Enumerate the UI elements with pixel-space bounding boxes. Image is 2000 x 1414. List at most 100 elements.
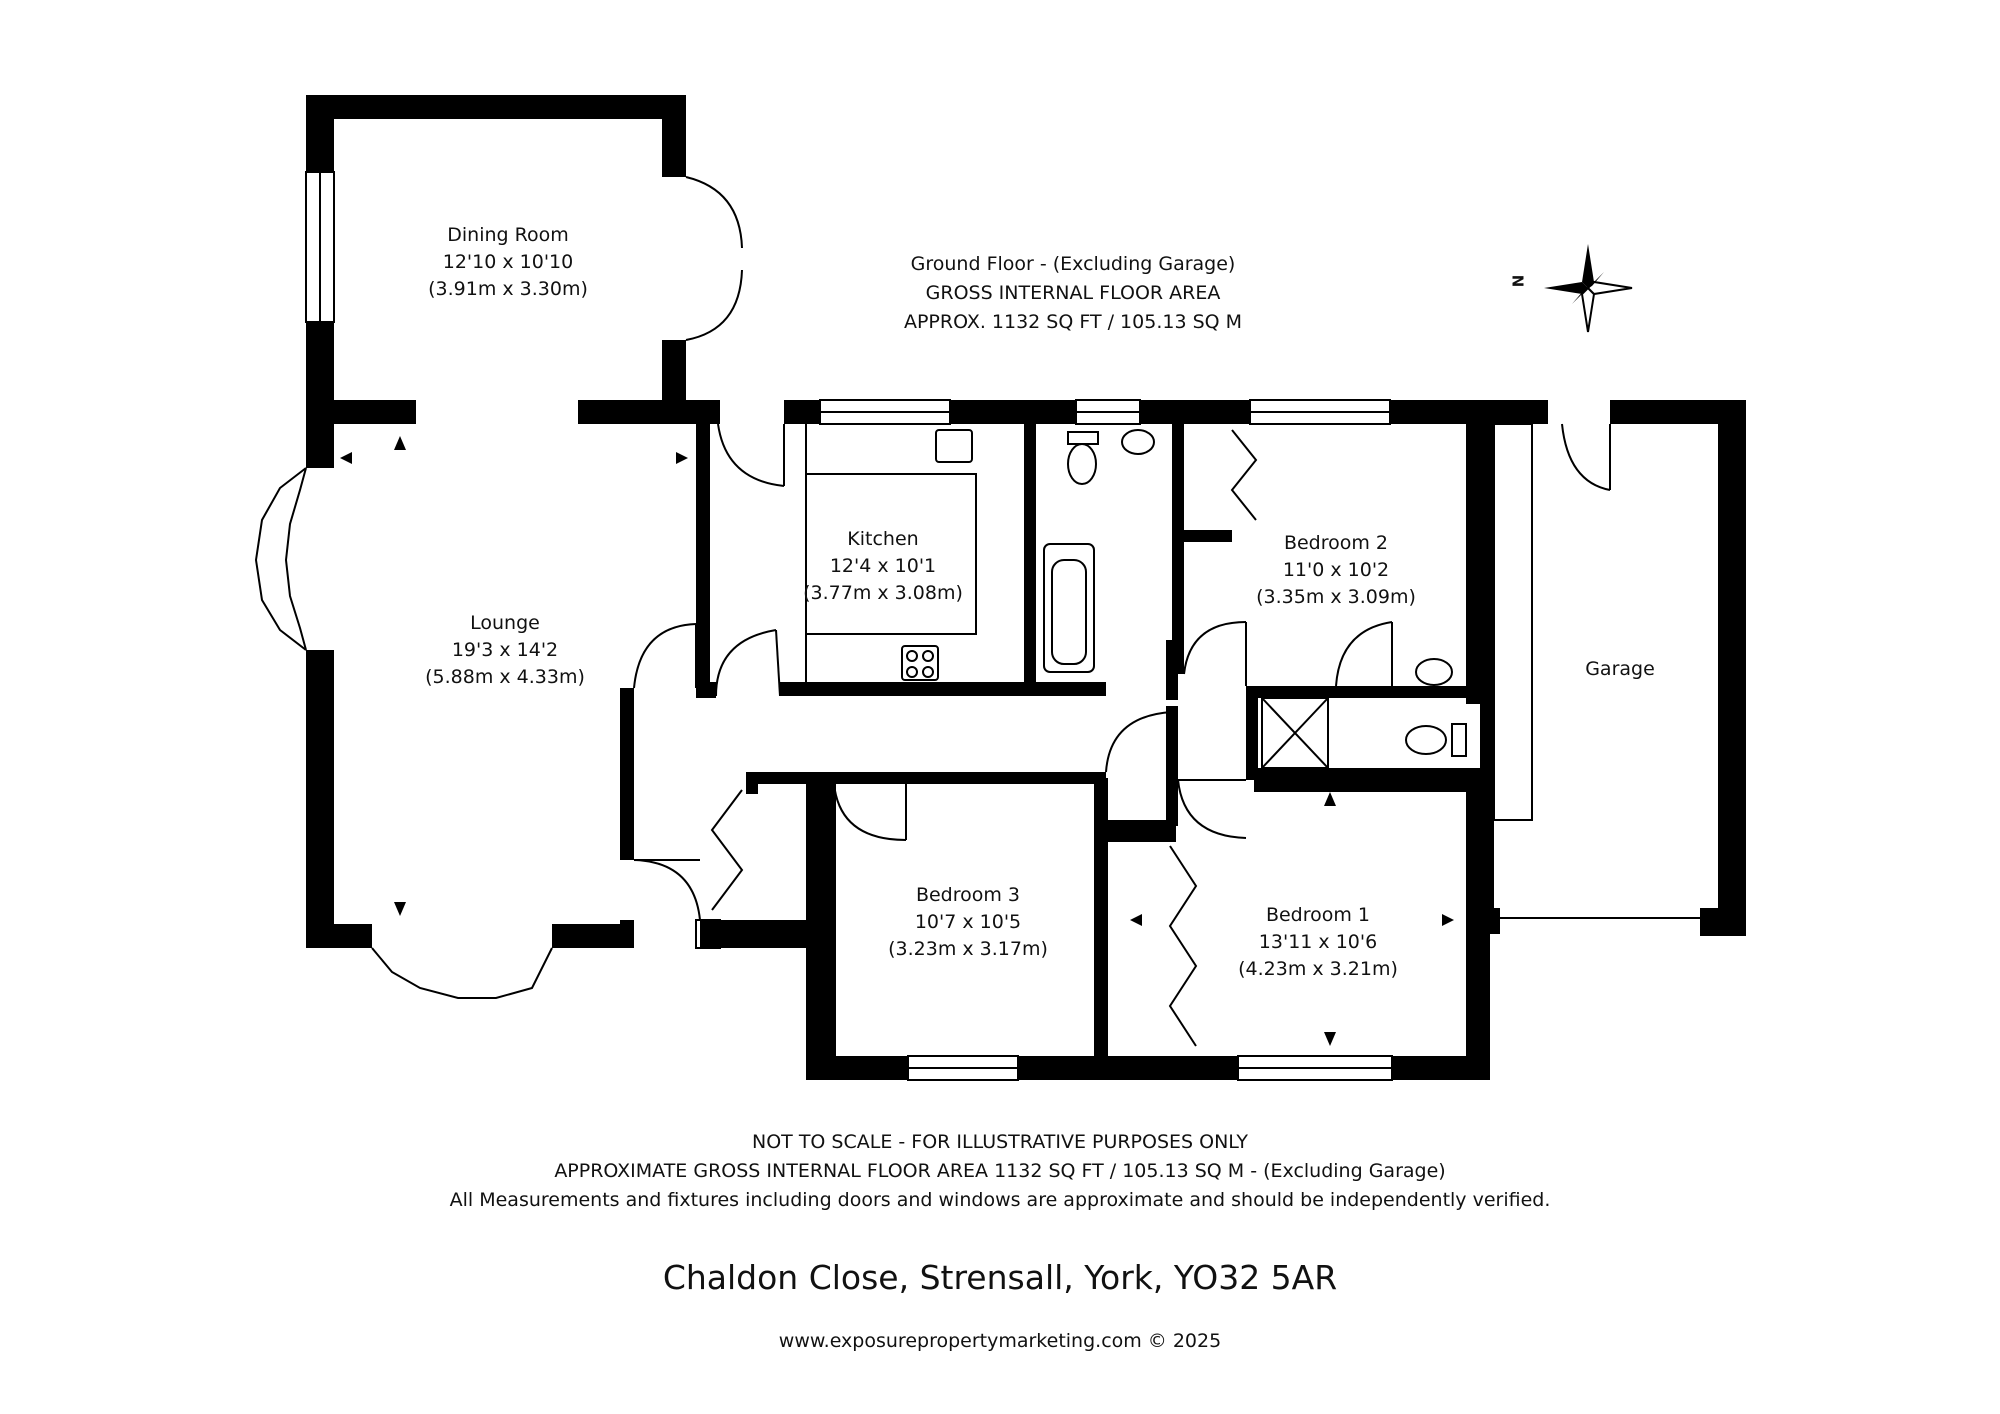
bay-window-left: [254, 467, 307, 651]
room-metric: (3.91m x 3.30m): [428, 278, 588, 300]
room-metric: (3.77m x 3.08m): [803, 582, 963, 604]
french-door-swing: [685, 269, 743, 341]
door-swing: [633, 623, 697, 689]
kitchen-worktop-inner: [806, 473, 977, 635]
entrance-arrow: [1324, 792, 1336, 806]
room-label-bedroom2: Bedroom 2 11'0 x 10'2 (3.35m x 3.09m): [1256, 530, 1416, 611]
wall: [806, 778, 836, 1078]
wall: [662, 95, 686, 177]
compass-icon: [1544, 244, 1633, 333]
wall: [1172, 530, 1232, 542]
room-name: Garage: [1585, 658, 1655, 680]
entrance-arrow: [1324, 1032, 1336, 1046]
wall: [306, 924, 372, 948]
wall: [306, 650, 334, 948]
wall: [306, 322, 334, 400]
door-swing: [1177, 779, 1247, 839]
hob-ring: [922, 650, 934, 662]
room-imperial: 19'3 x 14'2: [451, 639, 559, 661]
wall: [306, 400, 334, 468]
door-swing: [715, 629, 777, 697]
wall: [1700, 908, 1746, 936]
shower-tray: [1261, 697, 1329, 769]
wall: [1106, 820, 1176, 842]
wall: [1246, 768, 1480, 780]
room-imperial: 12'4 x 10'1: [829, 555, 937, 577]
wall: [306, 95, 334, 172]
wall: [1018, 1056, 1238, 1080]
wall: [620, 688, 634, 860]
bathtub: [1043, 543, 1095, 673]
room-label-bedroom1: Bedroom 1 13'11 x 10'6 (4.23m x 3.21m): [1238, 902, 1398, 983]
room-imperial: 10'7 x 10'5: [914, 911, 1022, 933]
header-line-1: Ground Floor - (Excluding Garage): [910, 253, 1236, 275]
room-imperial: 13'11 x 10'6: [1258, 931, 1378, 953]
entrance-arrow: [394, 902, 406, 916]
hob-ring: [922, 666, 934, 678]
property-address: Chaldon Close, Strensall, York, YO32 5AR: [662, 1258, 1338, 1297]
wall: [696, 424, 710, 698]
wall: [1254, 780, 1468, 792]
room-name: Kitchen: [847, 528, 919, 550]
room-metric: (3.23m x 3.17m): [888, 938, 1048, 960]
room-label-garage: Garage: [1585, 656, 1655, 683]
wall: [1140, 400, 1250, 424]
room-name: Dining Room: [447, 224, 569, 246]
room-name: Bedroom 2: [1283, 532, 1389, 554]
bathtub-inner: [1051, 559, 1087, 665]
wall: [552, 924, 626, 948]
wall: [1466, 424, 1480, 704]
ensuite-basin: [1415, 658, 1453, 686]
wall: [1246, 686, 1466, 698]
hob-ring: [906, 650, 918, 662]
kitchen-hob: [901, 645, 939, 681]
header-line-2: GROSS INTERNAL FLOOR AREA: [925, 282, 1221, 304]
room-label-lounge: Lounge 19'3 x 14'2 (5.88m x 4.33m): [425, 610, 585, 691]
entrance-arrow: [394, 436, 406, 450]
wall: [578, 400, 720, 424]
entrance-arrow: [1442, 914, 1454, 926]
kitchen-sink: [935, 429, 973, 463]
website-credit: www.exposurepropertymarketing.com © 2025: [778, 1330, 1222, 1352]
room-imperial: 11'0 x 10'2: [1282, 559, 1390, 581]
wall: [746, 772, 1106, 784]
room-name: Bedroom 3: [915, 884, 1021, 906]
wall: [696, 682, 716, 698]
disclaimer-line-3: All Measurements and fixtures including …: [449, 1189, 1551, 1211]
door-swing: [1561, 423, 1611, 491]
wall: [1718, 400, 1746, 936]
wall: [1094, 778, 1108, 1068]
hob-ring: [906, 666, 918, 678]
wall: [1390, 400, 1548, 424]
wall: [306, 95, 686, 119]
entrance-arrow: [676, 452, 688, 464]
wardrobe-door: [1168, 845, 1198, 1047]
disclaimer-line-2: APPROXIMATE GROSS INTERNAL FLOOR AREA 11…: [554, 1160, 1446, 1182]
ensuite-cistern: [1451, 723, 1467, 757]
wall: [746, 772, 758, 794]
wall: [1172, 424, 1184, 674]
wall: [1024, 424, 1036, 696]
garage-inner: [1493, 423, 1533, 821]
wall: [1246, 686, 1258, 778]
bay-window-left-inner: [284, 467, 307, 651]
disclaimer-line-1: NOT TO SCALE - FOR ILLUSTRATIVE PURPOSES…: [752, 1131, 1248, 1153]
header-line-3: APPROX. 1132 SQ FT / 105.13 SQ M: [903, 311, 1243, 333]
door-swing: [1335, 621, 1393, 687]
room-name: Lounge: [470, 612, 540, 634]
wall: [806, 1056, 908, 1080]
wall: [1166, 640, 1178, 700]
shower-diagonal: [1261, 697, 1329, 769]
room-label-kitchen: Kitchen 12'4 x 10'1 (3.77m x 3.08m): [803, 526, 963, 607]
room-imperial: 12'10 x 10'10: [442, 251, 574, 273]
door-swing: [633, 859, 701, 921]
bay-window-bottom: [371, 947, 553, 999]
floor-area-header: Ground Floor - (Excluding Garage) GROSS …: [904, 250, 1242, 337]
wall: [1466, 780, 1490, 1080]
room-name: Bedroom 1: [1265, 904, 1371, 926]
door-swing: [1105, 711, 1173, 773]
room-metric: (3.35m x 3.09m): [1256, 586, 1416, 608]
room-metric: (4.23m x 3.21m): [1238, 958, 1398, 980]
door-swing: [833, 783, 907, 841]
